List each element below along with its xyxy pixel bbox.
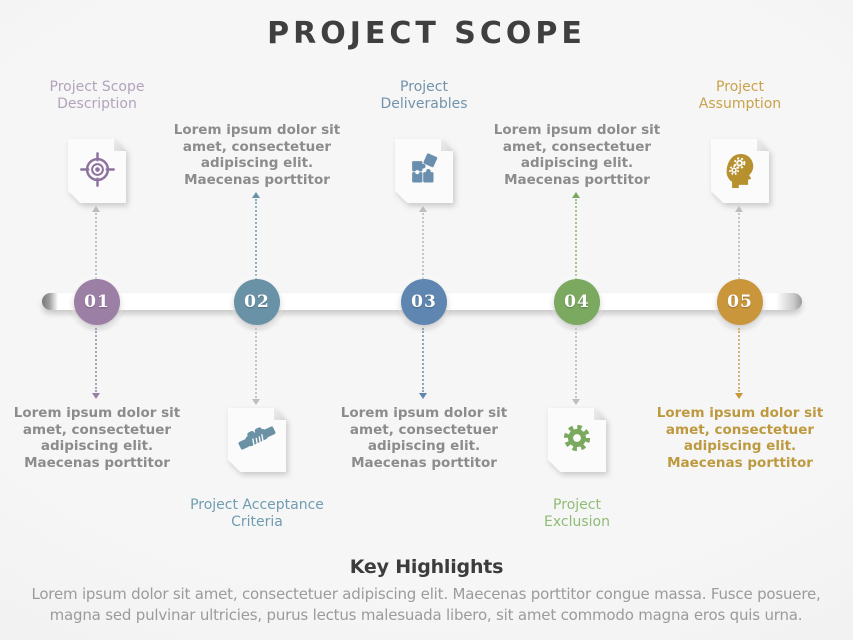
- milestone-circle-4: 04: [554, 279, 600, 325]
- step1-label: Project Scope Description: [49, 79, 145, 113]
- milestone-circle-2: 02: [234, 279, 280, 325]
- key-highlights-body: Lorem ipsum dolor sit amet, consectetuer…: [31, 585, 821, 624]
- milestone-circle-5: 05: [717, 279, 763, 325]
- step2-description: Lorem ipsum dolor sit amet, consectetuer…: [173, 122, 341, 189]
- step1-description: Lorem ipsum dolor sit amet, consectetuer…: [13, 405, 181, 472]
- step2-text-connector: [255, 199, 257, 291]
- step3-down-arrowhead: [419, 393, 427, 399]
- milestone-number: 03: [411, 292, 437, 312]
- milestone-circle-1: 01: [74, 279, 120, 325]
- step1-text-connector: [95, 328, 97, 392]
- step4-arrowhead: [572, 192, 580, 198]
- page-title: PROJECT SCOPE: [267, 16, 586, 51]
- step4-gray-arrowhead: [572, 399, 580, 405]
- target-icon: [79, 151, 116, 192]
- step4-description: Lorem ipsum dolor sit amet, consectetuer…: [493, 122, 661, 189]
- step2-arrowhead: [252, 192, 260, 198]
- step5-icon-card: [711, 139, 769, 203]
- milestone-number: 04: [564, 292, 590, 312]
- step2-gray-arrowhead: [252, 399, 260, 405]
- step1-icon-card: [68, 139, 126, 203]
- step5-text-connector: [738, 328, 740, 392]
- step4-label: Project Exclusion: [544, 497, 610, 531]
- step2-icon-connector: [255, 328, 257, 398]
- milestone-number: 02: [244, 292, 270, 312]
- step4-icon-card: [548, 408, 606, 472]
- step5-label: Project Assumption: [698, 79, 782, 113]
- card-fold-corner: [441, 139, 453, 151]
- card-fold-corner: [757, 139, 769, 151]
- step3-description: Lorem ipsum dolor sit amet, consectetuer…: [340, 405, 508, 472]
- step1-gray-arrowhead: [92, 206, 100, 212]
- step3-icon-connector: [422, 213, 424, 291]
- step1-icon-connector: [95, 213, 97, 291]
- handshake-icon: [237, 418, 277, 462]
- gear-icon: [559, 420, 595, 460]
- card-fold-corner: [594, 408, 606, 420]
- key-highlights-heading: Key Highlights: [349, 556, 504, 578]
- step2-label: Project Acceptance Criteria: [190, 497, 324, 531]
- milestone-number: 01: [84, 292, 110, 312]
- step3-label: Project Deliverables: [380, 79, 468, 113]
- card-fold-corner: [274, 408, 286, 420]
- puzzle-icon: [405, 150, 443, 192]
- step5-icon-connector: [738, 213, 740, 291]
- card-fold-corner: [114, 139, 126, 151]
- step1-down-arrowhead: [92, 393, 100, 399]
- step3-text-connector: [422, 328, 424, 392]
- step4-text-connector: [575, 199, 577, 291]
- milestone-number: 05: [727, 292, 753, 312]
- head-gears-icon: [721, 150, 759, 192]
- step3-gray-arrowhead: [419, 206, 427, 212]
- step3-icon-card: [395, 139, 453, 203]
- step2-icon-card: [228, 408, 286, 472]
- step5-down-arrowhead: [735, 393, 743, 399]
- step4-icon-connector: [575, 328, 577, 398]
- milestone-circle-3: 03: [401, 279, 447, 325]
- step5-description: Lorem ipsum dolor sit amet, consectetuer…: [656, 405, 824, 472]
- step5-gray-arrowhead: [735, 206, 743, 212]
